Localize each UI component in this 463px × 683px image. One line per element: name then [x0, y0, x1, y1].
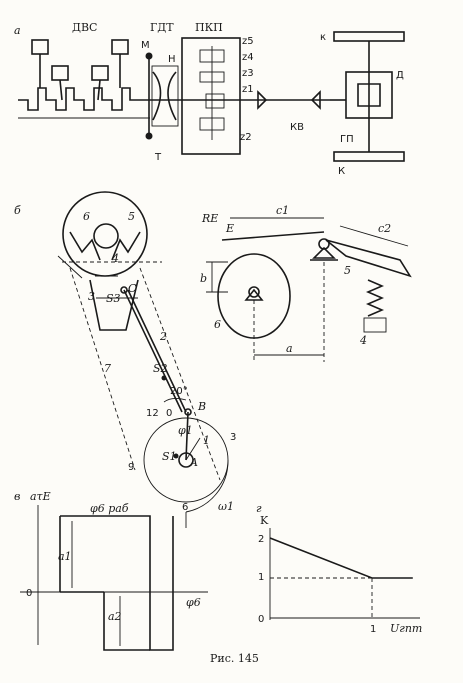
label-phi1: φ1 — [178, 424, 193, 437]
label-c1: c1 — [276, 204, 289, 217]
label-3b: 3 — [230, 432, 236, 443]
label-a-point: A — [189, 456, 198, 469]
chart-g-ylabel: K — [260, 514, 269, 527]
panel-b-letter: б — [14, 204, 21, 217]
label-z3: z3 — [242, 68, 254, 79]
panel-a: а ДВС ГДТ ПКП — [14, 21, 405, 177]
label-6c: 6 — [214, 318, 221, 331]
cam-lever-subfigure: RE E c1 c2 5 4 b 6 — [200, 204, 412, 362]
label-kv: КВ — [290, 122, 304, 133]
label-s2: S2 — [153, 362, 168, 375]
label-a2: a2 — [108, 610, 122, 623]
label-pkp: ПКП — [195, 21, 223, 34]
label-a-dim: a — [286, 342, 293, 355]
label-5b: 5 — [344, 264, 351, 277]
label-re: RE — [201, 212, 218, 225]
label-s3: S3 — [106, 292, 121, 305]
cylinder — [51, 65, 69, 101]
label-2: 2 — [159, 330, 167, 343]
chart-v-ylabel: aτE — [30, 490, 51, 503]
series-line — [269, 537, 413, 579]
envelope-line — [139, 267, 221, 481]
label-6b: 6 — [182, 502, 188, 513]
label-6: 6 — [83, 210, 90, 223]
connecting-rod-2: 2 7 S2 20° B — [104, 289, 206, 413]
label-a1: a1 — [58, 550, 72, 563]
torque-converter: М Н Т — [141, 40, 182, 163]
drive-axle: к Д ГП К — [320, 31, 405, 177]
label-z2: z2 — [240, 132, 252, 143]
cylinder — [91, 65, 109, 101]
label-4b: 4 — [359, 334, 367, 347]
tick-y-1: 1 — [258, 572, 264, 583]
chart-v-xlabel: φ6 — [186, 596, 201, 609]
engine-crankshaft — [18, 39, 150, 119]
label-k-bottom: К — [338, 166, 345, 177]
label-zero-v: 0 — [26, 588, 32, 599]
label-b: B — [197, 400, 206, 413]
crank-assembly: 12 0 φ1 1 3 9 S1 A 6 ω1 — [128, 408, 236, 528]
label-m: М — [141, 40, 150, 51]
label-9: 9 — [128, 462, 134, 473]
label-d: Д — [396, 70, 404, 81]
panel-g-letter: г — [256, 502, 262, 515]
label-omega1: ω1 — [218, 500, 234, 513]
figure-caption: Рис. 145 — [210, 652, 259, 665]
panel-v-letter: в — [14, 490, 20, 503]
cylinder — [31, 39, 49, 88]
label-7: 7 — [104, 362, 111, 375]
panel-b: б 6 5 4 3 S3 C — [14, 191, 412, 528]
label-s1: S1 — [162, 450, 177, 463]
tick-y-2: 2 — [258, 534, 264, 545]
label-1: 1 — [203, 434, 210, 447]
label-phi-work: φ6 раб — [90, 502, 129, 515]
label-b-dim: b — [200, 272, 207, 285]
label-gdt: ГДТ — [150, 21, 174, 34]
label-4: 4 — [111, 252, 119, 265]
tick-x-1: 1 — [370, 624, 376, 635]
label-n: Н — [168, 54, 176, 65]
label-5: 5 — [128, 210, 135, 223]
label-20deg: 20° — [170, 386, 188, 397]
panel-v: в aτE φ6 раб a1 a2 0 φ6 — [14, 490, 208, 651]
envelope-line — [69, 267, 136, 471]
label-gp: ГП — [340, 134, 354, 145]
label-c: C — [128, 282, 137, 295]
cylinder — [111, 39, 129, 88]
label-c2: c2 — [378, 222, 391, 235]
chart-g-xlabel: Uгпт — [390, 622, 422, 635]
label-0: 0 — [166, 408, 172, 419]
label-t: Т — [154, 152, 162, 163]
planetary-gearbox: z5 z4 z3 z1 z2 — [181, 36, 254, 155]
panel-g: г K 2 1 0 1 Uгпт — [256, 502, 422, 635]
tick-y-0: 0 — [258, 614, 264, 625]
label-z1: z1 — [242, 84, 254, 95]
label-dvs: ДВС — [72, 21, 97, 34]
cardan-shaft: КВ — [250, 90, 330, 133]
label-z5: z5 — [242, 36, 254, 47]
label-z4: z4 — [242, 52, 254, 63]
label-12: 12 — [146, 408, 159, 419]
label-e: E — [225, 222, 234, 235]
cam-mechanism: 6 5 4 — [57, 191, 162, 279]
panel-a-letter: а — [14, 24, 21, 37]
label-3: 3 — [88, 290, 95, 303]
label-k-top: к — [320, 32, 326, 43]
